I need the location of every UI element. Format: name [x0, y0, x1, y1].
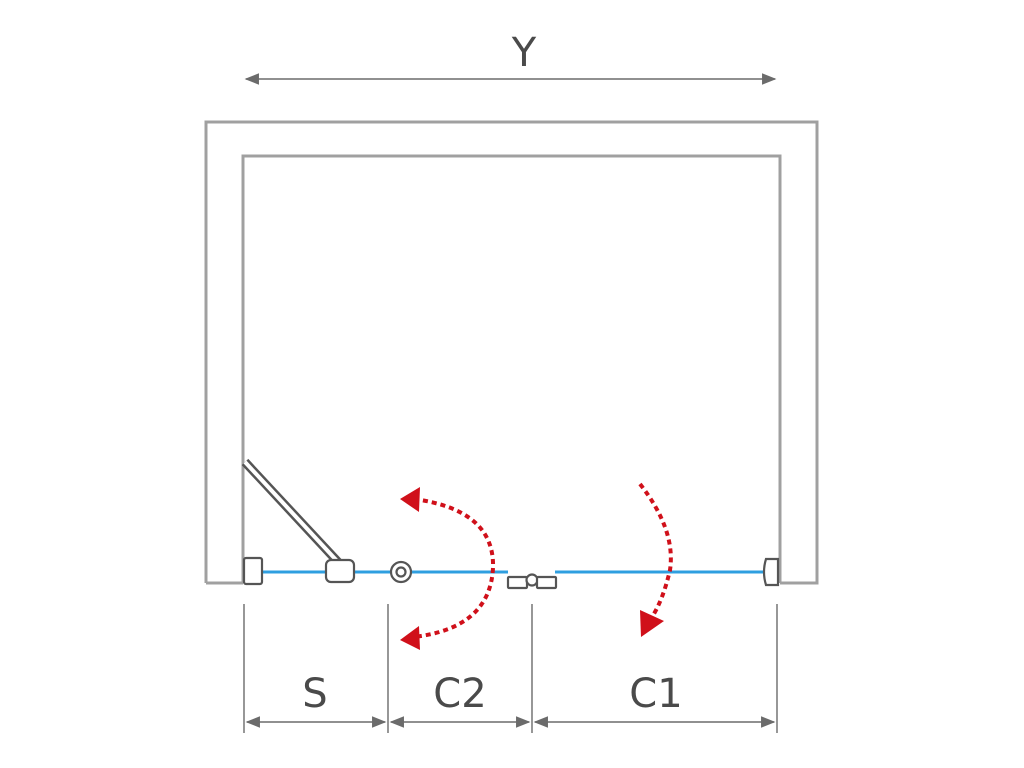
door-2-label: C2 [433, 671, 486, 717]
door-2-swing [400, 487, 496, 650]
door-1-label: C1 [629, 671, 682, 717]
hinge-pivot-inner [395, 566, 407, 578]
stabilizer-bar-inner [243, 460, 340, 564]
door-2-swing-arrow-bottom [400, 626, 420, 650]
door-magnet-right [535, 575, 558, 590]
door-magnet-left [506, 575, 529, 590]
bottom-dimension-extensions [243, 604, 778, 733]
fixed-side-label: S [302, 671, 327, 717]
overall-width-label: Y [511, 30, 537, 76]
wall-profile-right [762, 557, 780, 587]
hardware [242, 556, 780, 590]
door-1-swing-arc [638, 482, 673, 619]
door-hinge-center [525, 573, 539, 587]
inner-wall [241, 154, 782, 583]
wall-profile-left [242, 556, 264, 586]
wall-outline [204, 120, 819, 585]
bottom-dimensions: S C2 C1 [245, 671, 776, 728]
overall-width-dimension: Y [244, 30, 777, 85]
door-1-swing [638, 482, 673, 637]
door-2-swing-arrow-top [400, 487, 420, 512]
stabilizer-bar [241, 458, 342, 566]
door-2-swing-arc [413, 497, 496, 639]
outer-wall [204, 120, 819, 585]
stabilizer-clamp [324, 558, 356, 584]
door-1-swing-arrow [640, 610, 664, 637]
